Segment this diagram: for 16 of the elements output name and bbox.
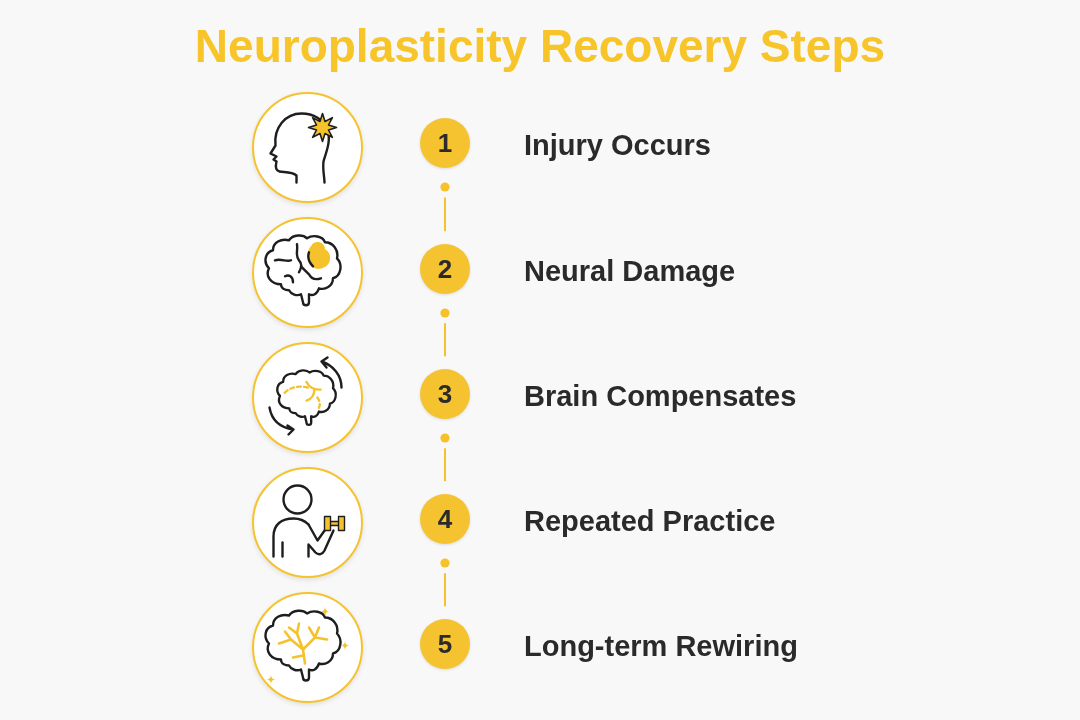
title: Neuroplasticity Recovery Steps	[194, 19, 886, 74]
step-number: 5	[437, 629, 453, 659]
number-disc	[420, 118, 470, 168]
step-title: Long-term Rewiring	[524, 629, 798, 663]
step-number: 2	[437, 254, 453, 284]
step-number: 3	[437, 379, 453, 409]
number-disc	[420, 619, 470, 669]
step-number: 1	[437, 128, 453, 158]
number-disc	[420, 494, 470, 544]
step-number: 4	[437, 504, 453, 534]
step-title: Repeated Practice	[524, 504, 776, 538]
step-title: Neural Damage	[524, 254, 736, 288]
number-disc	[420, 244, 470, 294]
number-disc	[420, 369, 470, 419]
step-title: Brain Compensates	[524, 379, 797, 413]
step-title: Injury Occurs	[524, 128, 711, 162]
